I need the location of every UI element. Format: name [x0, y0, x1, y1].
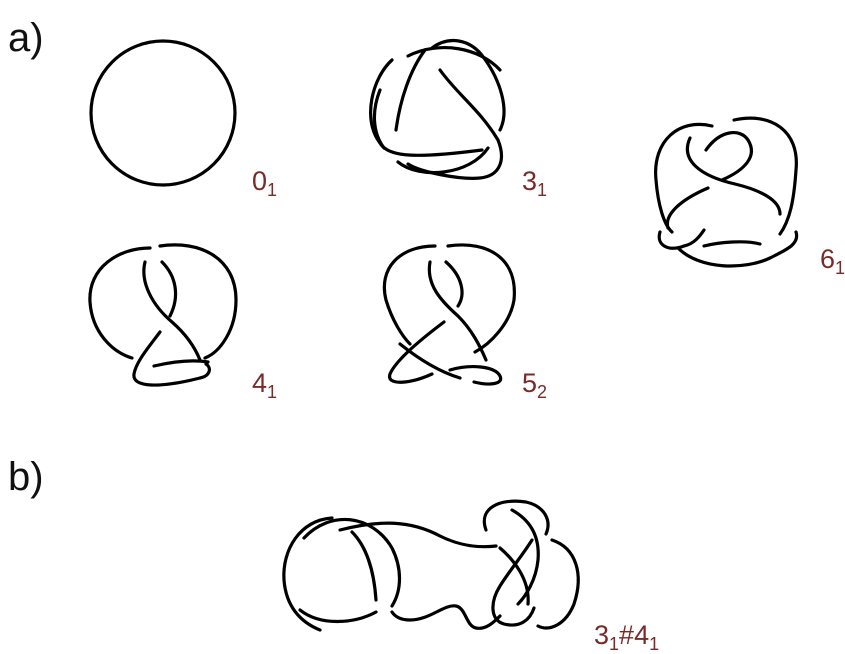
composite-strand [510, 508, 540, 606]
figure-eight-label-sub: 1 [267, 382, 278, 402]
composite-strand [338, 521, 498, 549]
trefoil-strand [369, 58, 394, 145]
six-one-strand [704, 131, 750, 152]
composite-label-join: #4 [619, 620, 650, 650]
trefoil-strand [372, 88, 386, 150]
five-two-strand [398, 342, 462, 380]
six-one-strand [685, 136, 782, 216]
figure-eight-strand [132, 330, 211, 387]
unknot-label: 01 [252, 166, 277, 200]
figure-eight-strand [158, 243, 238, 360]
six-one-diagram [654, 116, 799, 268]
composite-strand [298, 608, 378, 624]
five-two-strand [446, 243, 516, 354]
six-one-strand [665, 186, 710, 230]
trefoil-strand [406, 68, 503, 180]
six-one-label-sub: 1 [835, 258, 845, 278]
composite-label-sub1: 1 [609, 634, 620, 654]
unknot-diagram [89, 39, 237, 187]
composite-strand [350, 530, 378, 602]
composite-strand [482, 499, 550, 536]
five-two-strand [427, 260, 488, 362]
five-two-strand [444, 260, 464, 308]
five-two-strand [448, 365, 503, 386]
trefoil-label-sub: 1 [537, 180, 548, 200]
trefoil-strand [396, 146, 490, 175]
trefoil-diagram [369, 39, 506, 180]
panel-label-a: a) [8, 16, 44, 60]
six-one-strand [720, 138, 753, 182]
composite-strand [491, 538, 536, 627]
composite-label-sub2: 1 [649, 634, 660, 654]
panel-label-b: b) [8, 455, 44, 499]
six-one-label: 61 [820, 244, 845, 278]
six-one-strand [732, 116, 798, 236]
trefoil-label-main: 3 [522, 166, 538, 196]
five-two-diagram [382, 243, 516, 386]
figure-eight-strand [88, 246, 152, 360]
composite-label-main1: 3 [594, 620, 610, 650]
figure-eight-strand [160, 260, 178, 318]
figure-eight-strand [142, 260, 202, 362]
six-one-strand [676, 230, 799, 268]
composite-strand [302, 517, 402, 608]
five-two-label-main: 5 [522, 368, 538, 398]
figure-eight-strand [152, 359, 210, 368]
six-one-strand [654, 122, 714, 234]
five-two-label-sub: 2 [537, 382, 548, 402]
trefoil-strand [394, 48, 427, 132]
unknot-label-sub: 1 [267, 180, 278, 200]
composite-strand [498, 546, 530, 606]
six-one-strand [702, 240, 762, 248]
composite-strand [282, 516, 334, 632]
six-one-strand [657, 228, 706, 250]
six-one-label-main: 6 [820, 244, 836, 274]
trefoil-strand [378, 141, 484, 157]
figure-eight-diagram [88, 243, 238, 387]
composite-knot-diagram [282, 499, 580, 632]
trefoil-strand [430, 39, 506, 132]
trefoil-label: 31 [522, 166, 547, 200]
composite-strand [536, 538, 580, 630]
unknot-strand [89, 39, 237, 187]
unknot-label-main: 0 [252, 166, 268, 196]
five-two-label: 52 [522, 368, 547, 402]
five-two-strand [388, 320, 446, 384]
composite-label: 31#41 [594, 620, 659, 654]
composite-strand [390, 604, 502, 630]
trefoil-strand [406, 45, 502, 72]
figure-eight-label-main: 4 [252, 368, 268, 398]
five-two-strand [382, 244, 437, 346]
figure-eight-label: 41 [252, 368, 277, 402]
